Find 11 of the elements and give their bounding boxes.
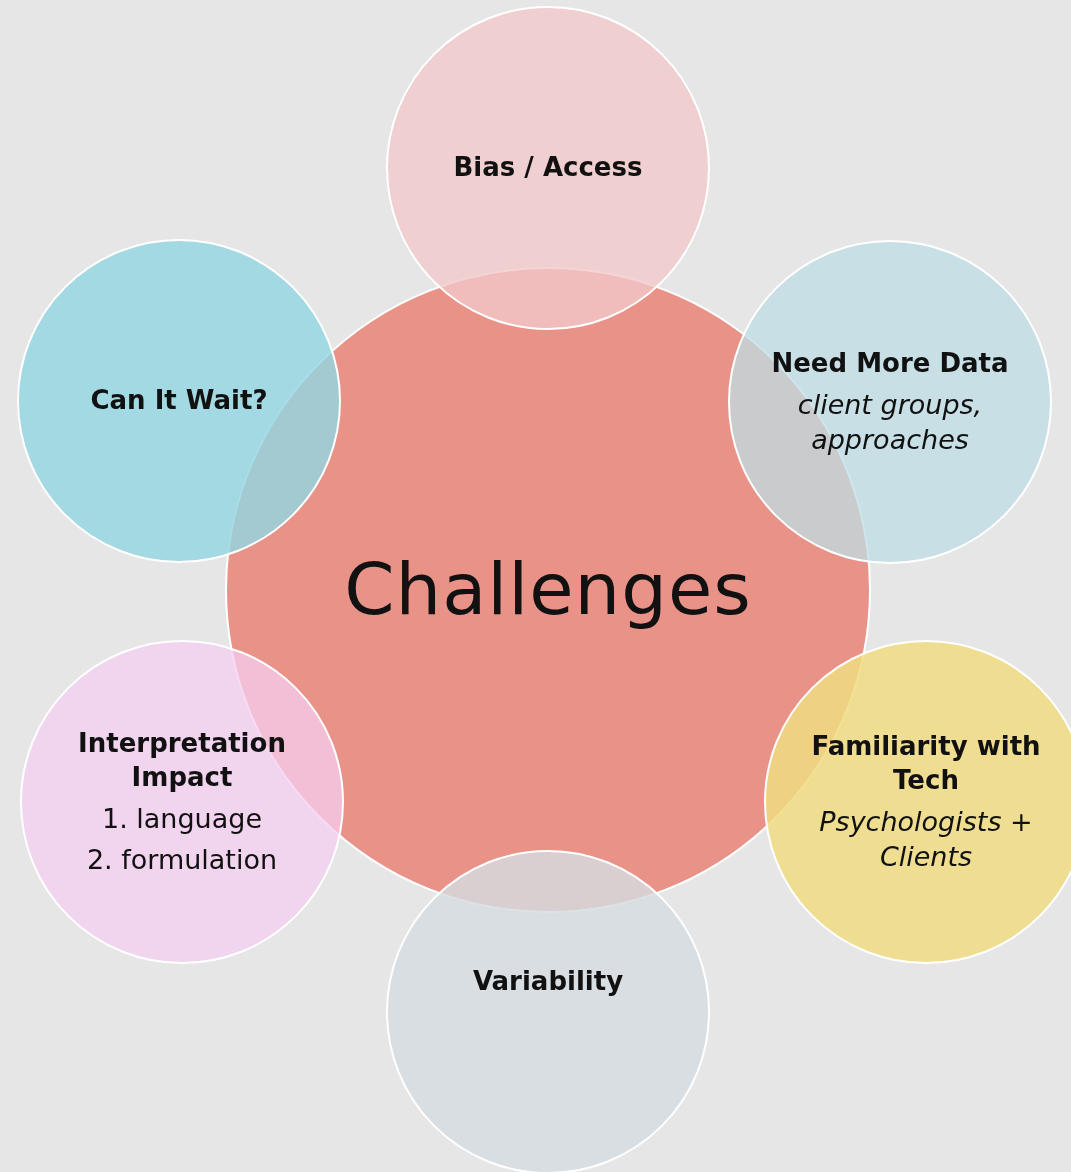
circle-title: Interpretation Impact: [77, 727, 287, 794]
central-title: Challenges: [344, 546, 752, 634]
circle-text: Psychologists + Clients: [818, 804, 1034, 874]
circle-title: Familiarity with Tech: [810, 730, 1042, 797]
circle-text: 1. language: [101, 801, 263, 836]
circle-title: Can It Wait?: [90, 384, 268, 418]
circle-title: Bias / Access: [453, 151, 643, 185]
circle-text: client groups, approaches: [796, 387, 984, 457]
circle-title: Variability: [472, 965, 624, 999]
circle-title: Need More Data: [771, 347, 1009, 380]
circle-text: 2. formulation: [86, 842, 278, 877]
